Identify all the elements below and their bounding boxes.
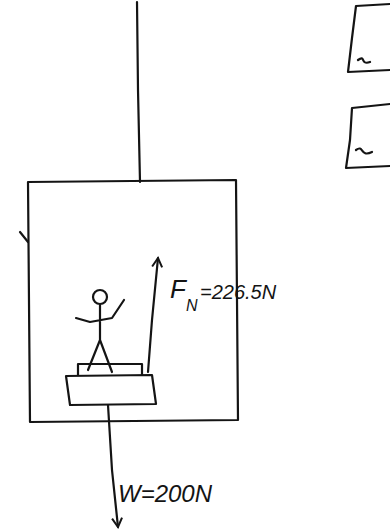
stick-figure — [76, 300, 124, 372]
force-subscript: N — [186, 298, 198, 314]
figure-head — [93, 290, 107, 304]
weight-label: W=200N — [118, 482, 212, 506]
force-symbol: F — [170, 276, 186, 302]
partial-box — [348, 4, 390, 72]
tick-mark — [20, 232, 28, 242]
normal-force-arrow — [148, 258, 158, 372]
weight-arrow — [108, 405, 118, 527]
scale — [66, 364, 156, 405]
partial-box — [346, 104, 390, 168]
cable — [137, 2, 140, 182]
force-value: =226.5N — [200, 282, 276, 302]
